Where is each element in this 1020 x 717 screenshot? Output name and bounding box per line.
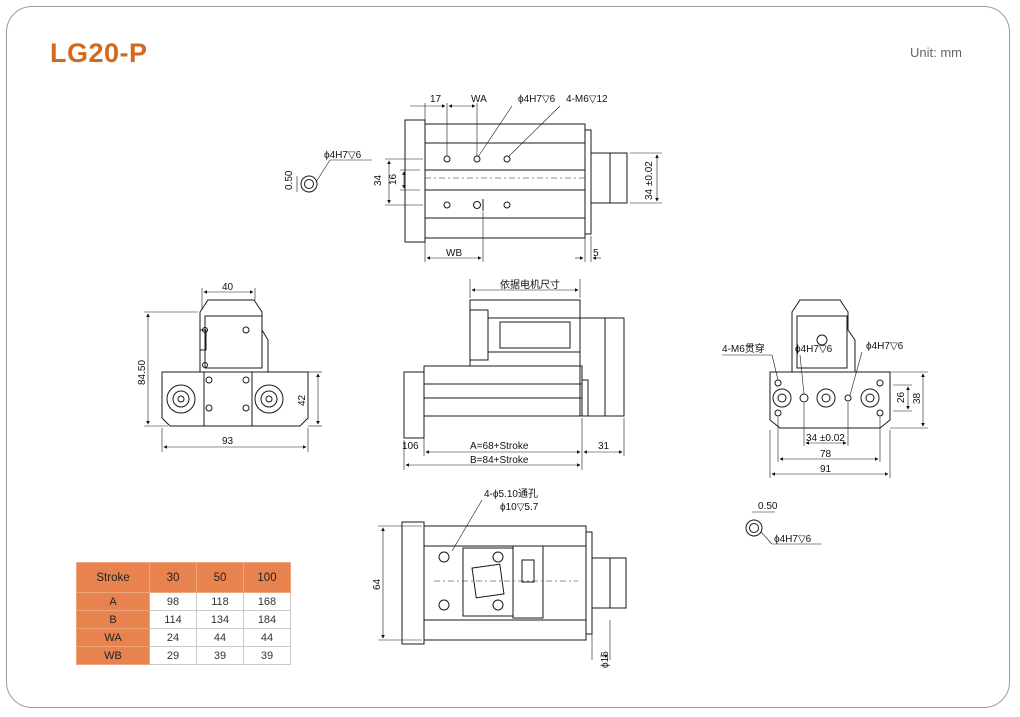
table-cell: 29	[149, 646, 197, 665]
dim-wa: WA	[471, 94, 487, 105]
table-cell: 98	[149, 592, 197, 611]
dim-93: 93	[222, 436, 234, 447]
pin-right-label: ϕ4H7▽6	[795, 344, 833, 355]
unit-label: Unit: mm	[910, 45, 962, 60]
dim-10: 10	[402, 441, 414, 452]
dim-5: 5	[593, 248, 599, 259]
side-view	[403, 279, 625, 470]
table-cell: 24	[149, 628, 197, 647]
table-cell: 44	[243, 628, 291, 647]
dim-34-tol-top: 34 ±0.02	[644, 161, 655, 200]
table-header-cell: 100	[243, 562, 291, 593]
dim-6: 6	[413, 441, 419, 452]
pin-bottom-label: ϕ4H7▽6	[774, 534, 812, 545]
table-row: WB 29 39 39	[76, 646, 291, 665]
dim-34-top: 34	[373, 174, 384, 186]
table-row: A 98 118 168	[76, 592, 291, 611]
pin-detail-top	[296, 159, 372, 193]
pin-top-050: 0.50	[284, 170, 295, 190]
dim-thread-top: 4-M6▽12	[566, 94, 608, 105]
page-title: LG20-P	[50, 38, 148, 68]
dim-wb: WB	[446, 248, 462, 259]
dim-26: 26	[896, 391, 907, 403]
motor-note: 依据电机尺寸	[500, 278, 560, 291]
row-label: B	[76, 610, 150, 629]
table-cell: 184	[243, 610, 291, 629]
dim-16-top: 16	[388, 173, 399, 185]
pin-top-label: ϕ4H7▽6	[324, 150, 362, 161]
table-row: WA 24 44 44	[76, 628, 291, 647]
stroke-table: Stroke 30 50 100 A 98 118 168 B 114 134 …	[76, 562, 291, 665]
table-row: B 114 134 184	[76, 610, 291, 629]
table-cell: 118	[196, 592, 244, 611]
table-cell: 39	[243, 646, 291, 665]
pin-bottom-050: 0.50	[758, 501, 778, 512]
top-view	[385, 103, 662, 262]
dim-64: 64	[372, 578, 383, 590]
cbore-label: ϕ10▽5.7	[500, 502, 539, 513]
bottom-view	[378, 499, 627, 660]
pin-right-label-2: ϕ4H7▽6	[866, 341, 904, 352]
table-cell: 114	[149, 610, 197, 629]
table-header-cell: 30	[149, 562, 197, 593]
table-cell: 39	[196, 646, 244, 665]
dim-78: 78	[820, 449, 832, 460]
stroke-table-header: Stroke 30 50 100	[76, 562, 291, 593]
table-header-cell: Stroke	[76, 562, 150, 593]
table-header-cell: 50	[196, 562, 244, 593]
dim-pin-top: ϕ4H7▽6	[518, 94, 556, 105]
table-cell: 44	[196, 628, 244, 647]
dim-b: B=84+Stroke	[470, 455, 529, 466]
dim-16-bottom: ϕ16	[600, 651, 611, 668]
row-label: WB	[76, 646, 150, 665]
dim-8450: 84.50	[137, 360, 148, 385]
dim-38: 38	[912, 392, 923, 404]
row-label: WA	[76, 628, 150, 647]
table-cell: 134	[196, 610, 244, 629]
dim-17: 17	[430, 94, 442, 105]
thread-through-label: 4-M6贯穿	[722, 342, 765, 355]
row-label: A	[76, 592, 150, 611]
end-view	[144, 288, 322, 452]
dim-42: 42	[297, 394, 308, 406]
dim-a: A=68+Stroke	[470, 441, 529, 452]
dim-91: 91	[820, 464, 832, 475]
dim-31: 31	[598, 441, 610, 452]
dim-40: 40	[222, 282, 234, 293]
hole-label: 4-ϕ5.10通孔	[484, 488, 538, 500]
right-view	[722, 299, 928, 478]
dim-34-tol-right: 34 ±0.02	[806, 433, 845, 444]
table-cell: 168	[243, 592, 291, 611]
pin-detail-bottom	[745, 511, 822, 545]
